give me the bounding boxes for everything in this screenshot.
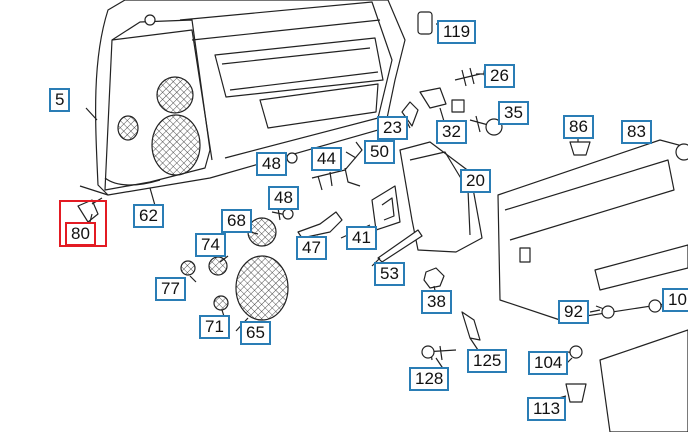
part-label-38[interactable]: 38: [421, 290, 452, 314]
part-label-125[interactable]: 125: [467, 349, 508, 373]
bracket-32: [419, 87, 465, 113]
part-label-71[interactable]: 71: [199, 315, 230, 339]
nut-38: [423, 267, 445, 289]
lower-trim: [599, 329, 688, 432]
part-label-119[interactable]: 119: [437, 20, 477, 44]
part-label-47[interactable]: 47: [296, 236, 327, 260]
clip-125: [461, 311, 481, 341]
part-label-5[interactable]: 5: [49, 88, 71, 112]
bracket-23: [401, 101, 419, 127]
part-label-92[interactable]: 92: [558, 300, 589, 324]
part-label-20[interactable]: 20: [460, 169, 491, 193]
part-label-113[interactable]: 113: [527, 397, 567, 421]
clip-86: [569, 141, 591, 156]
part-label-48b[interactable]: 48: [268, 186, 299, 210]
strip-53: [377, 229, 423, 263]
part-label-86[interactable]: 86: [563, 115, 594, 139]
part-label-41[interactable]: 41: [346, 226, 377, 250]
clip-119: [417, 11, 433, 35]
cap-77: [180, 260, 196, 276]
mirror-cover-41: [371, 185, 401, 231]
handle-mech-44: [311, 141, 363, 191]
part-label-104[interactable]: 104: [528, 351, 569, 375]
handle-mech-47: [297, 211, 343, 239]
part-label-50[interactable]: 50: [364, 140, 395, 164]
part-label-74[interactable]: 74: [195, 233, 226, 257]
part-label-44[interactable]: 44: [311, 147, 342, 171]
screw-26: [454, 67, 481, 87]
part-label-48[interactable]: 48: [256, 152, 287, 176]
part-label-65[interactable]: 65: [240, 321, 271, 345]
speaker-cover-65: [235, 255, 289, 321]
upper-grille-large: [156, 76, 194, 114]
part-label-26[interactable]: 26: [484, 64, 515, 88]
lower-grille-large: [151, 114, 201, 176]
cap-71: [213, 295, 229, 311]
part-label-32[interactable]: 32: [436, 120, 467, 144]
part-label-23[interactable]: 23: [377, 116, 408, 140]
part-label-53[interactable]: 53: [374, 262, 405, 286]
clip-113: [565, 383, 587, 403]
handle-recess: [214, 37, 384, 98]
part-label-83[interactable]: 83: [621, 120, 652, 144]
part-label-62[interactable]: 62: [133, 204, 164, 228]
part-label-35[interactable]: 35: [498, 101, 529, 125]
part-label-68[interactable]: 68: [221, 209, 252, 233]
part-label-80[interactable]: 80: [65, 222, 96, 246]
grille-74: [208, 256, 228, 276]
part-label-77[interactable]: 77: [155, 277, 186, 301]
part-label-10[interactable]: 10: [662, 288, 688, 312]
panel-inner-edge: [179, 1, 393, 159]
door-panel-right: [497, 139, 688, 321]
part-label-128[interactable]: 128: [409, 367, 450, 391]
side-grille: [117, 115, 139, 141]
clip-80: [77, 199, 99, 223]
pocket-recess: [259, 83, 379, 129]
